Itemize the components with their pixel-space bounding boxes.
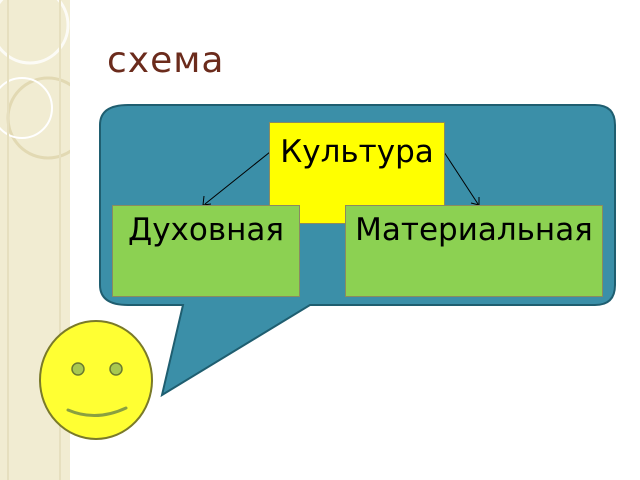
decorative-circles bbox=[0, 0, 70, 480]
smiley-left-eye bbox=[71, 362, 85, 376]
node-spiritual: Духовная bbox=[112, 205, 300, 297]
node-material: Материальная bbox=[345, 205, 603, 297]
smiley-right-eye bbox=[109, 362, 123, 376]
slide-title: схема bbox=[107, 40, 225, 81]
node-material-label: Материальная bbox=[355, 212, 593, 248]
node-culture-label: Культура bbox=[280, 134, 434, 170]
decorative-side-strip bbox=[0, 0, 70, 480]
smiley-face-shape bbox=[39, 320, 153, 440]
node-spiritual-label: Духовная bbox=[127, 212, 285, 248]
smiley-mouth bbox=[66, 406, 128, 417]
smiley-face-icon bbox=[39, 320, 153, 440]
